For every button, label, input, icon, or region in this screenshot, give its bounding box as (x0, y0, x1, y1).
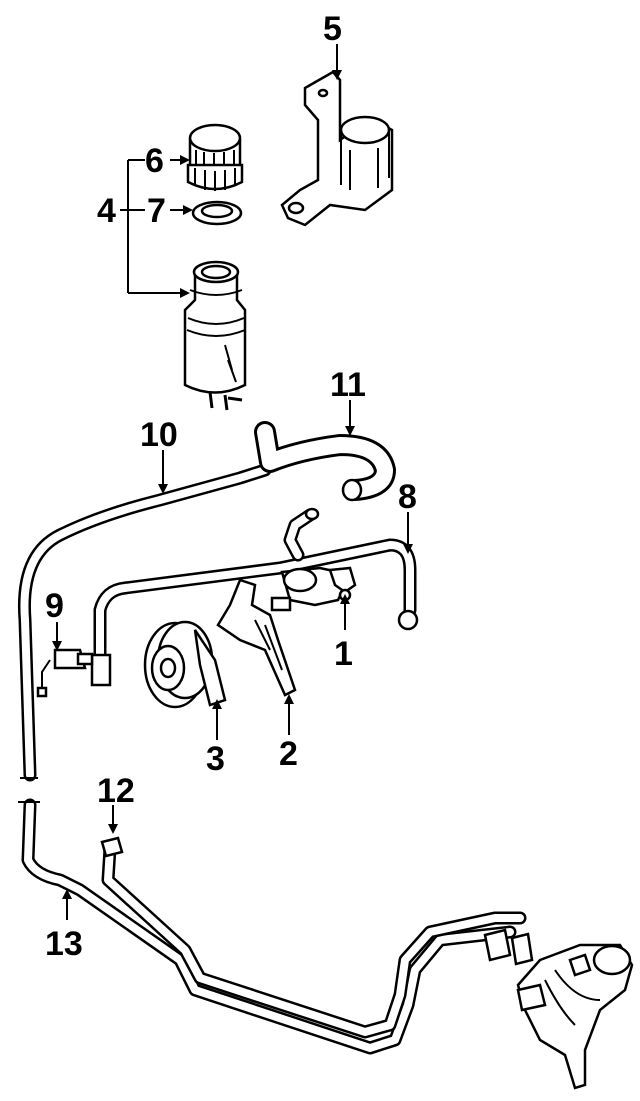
pump-mounting-bracket (216, 578, 297, 735)
callout-8: 8 (398, 478, 417, 516)
callout-2: 2 (279, 735, 298, 773)
return-hose (17, 450, 272, 782)
callout-7: 7 (147, 192, 166, 230)
steering-gear (516, 943, 634, 1090)
callout-13: 13 (45, 925, 83, 963)
cap-seal-ring (191, 200, 243, 226)
reservoir-body (183, 260, 247, 411)
callout-1: 1 (334, 635, 353, 673)
reservoir-bracket (280, 44, 394, 227)
pressure-hose (90, 507, 419, 687)
callout-9: 9 (45, 587, 64, 625)
callout-12: 12 (97, 772, 135, 810)
reservoir-hose (254, 400, 396, 502)
pump-pulley (143, 620, 227, 740)
callout-10: 10 (140, 416, 178, 454)
callout-5: 5 (323, 10, 342, 48)
callout-3: 3 (206, 740, 225, 778)
callout-6: 6 (145, 142, 164, 180)
callout-4: 4 (97, 192, 116, 230)
power-steering-pump (270, 566, 357, 630)
reservoir-cap (186, 123, 244, 191)
callout-11: 11 (330, 366, 366, 404)
callout-4-bracket (120, 155, 193, 298)
steering-gear-lines (18, 798, 534, 1055)
pressure-switch (36, 622, 94, 698)
